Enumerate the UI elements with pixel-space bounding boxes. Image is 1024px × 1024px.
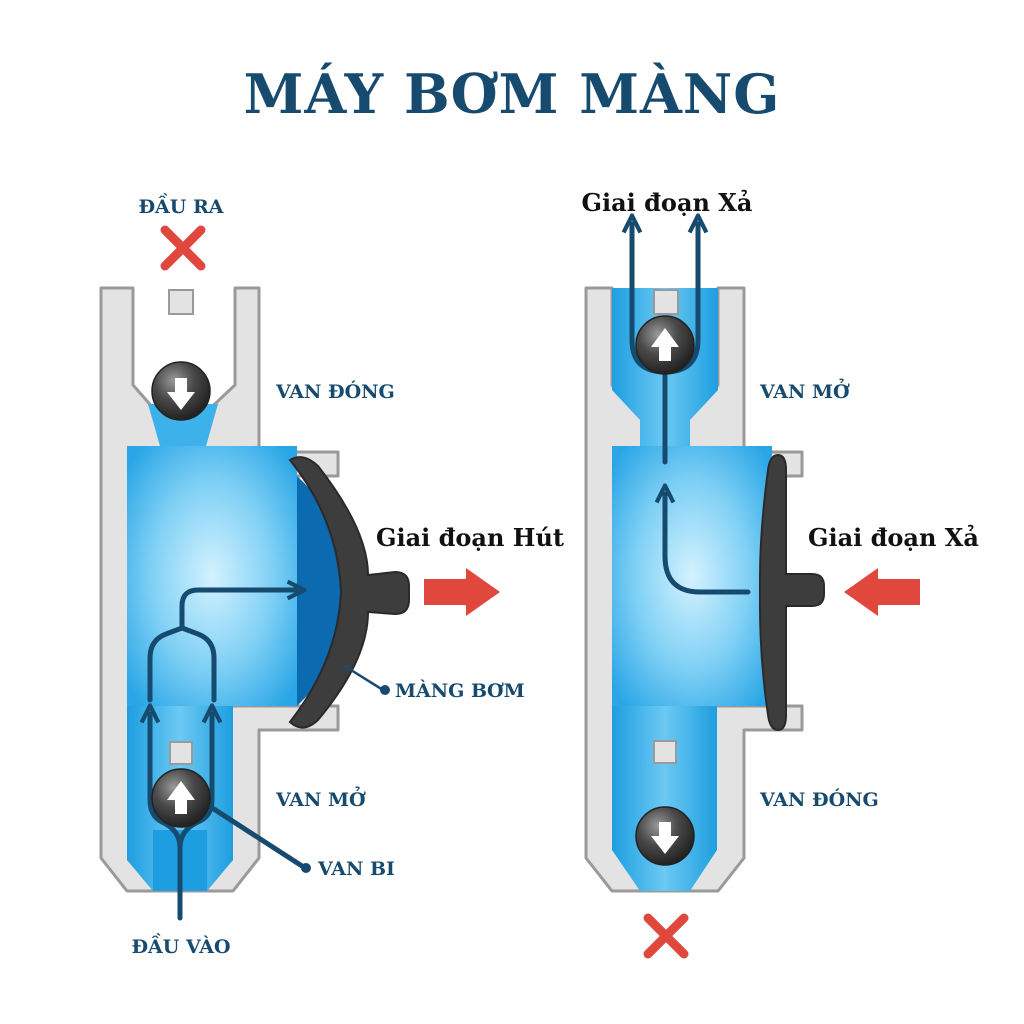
right-top-valve-label: VAN MỞ — [759, 377, 850, 403]
right-top-seat — [653, 289, 679, 315]
right-inlet-blocked-x-icon — [643, 913, 689, 959]
right-chamber-water — [612, 446, 772, 706]
left-pump: ĐẦU RA VAN ĐÓNG Giai đoạn Hút MÀNG BƠM V… — [99, 193, 564, 958]
left-stage-label: Giai đoạn Hút — [376, 523, 564, 552]
left-ball-valve-label: VAN BI — [317, 858, 395, 880]
left-bottom-ball-icon — [151, 768, 211, 828]
left-inlet-label: ĐẦU VÀO — [131, 933, 230, 958]
right-bottom-seat — [653, 740, 677, 764]
left-force-arrow-icon — [424, 568, 500, 616]
left-outlet-blocked-x-icon — [160, 225, 206, 271]
left-bottom-valve-label: VAN MỞ — [275, 785, 366, 811]
left-diaphragm — [288, 456, 410, 729]
page-title: MÁY BƠM MÀNG — [243, 62, 781, 126]
left-top-valve-label: VAN ĐÓNG — [275, 380, 395, 403]
left-top-seat — [168, 289, 194, 315]
left-diaphragm-label: MÀNG BƠM — [395, 679, 525, 702]
left-diaphragm-label-dot — [380, 685, 390, 695]
left-ball-label-dot — [301, 863, 311, 873]
left-flow-lines — [150, 590, 302, 921]
right-top-ball-icon — [635, 315, 695, 375]
right-bottom-ball-icon — [635, 806, 695, 866]
right-force-arrow-icon — [844, 568, 920, 616]
right-bottom-valve-label: VAN ĐÓNG — [759, 788, 879, 811]
right-pump: Giai đoạn Xả VAN MỞ Giai đoạn Xả VAN ĐÓN… — [582, 188, 979, 959]
right-diaphragm — [759, 453, 825, 732]
left-outlet-label: ĐẦU RA — [138, 193, 223, 218]
left-top-ball-icon — [151, 361, 211, 421]
right-stage-label: Giai đoạn Xả — [808, 523, 979, 552]
left-diaphragm-pointer — [342, 663, 384, 692]
left-bottom-seat — [169, 741, 193, 765]
right-outlet-stage-label: Giai đoạn Xả — [582, 188, 753, 217]
